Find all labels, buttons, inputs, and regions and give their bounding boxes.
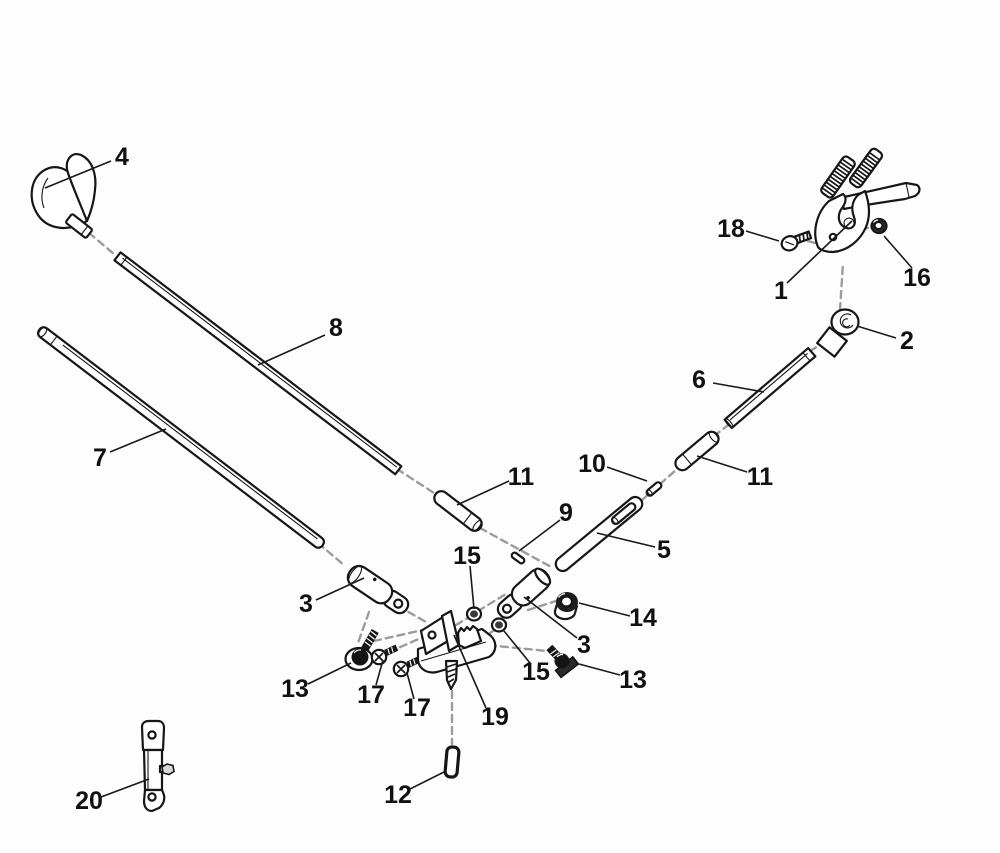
part-lever-head	[814, 147, 921, 254]
part-carriage-bolt-right	[546, 644, 580, 679]
part-rod-coupler-right	[496, 567, 552, 619]
callout-number-9: 9	[559, 499, 573, 527]
part-anchor-strap	[140, 719, 175, 813]
part-lever-screw	[780, 230, 813, 252]
part-lower-pole-tube	[36, 326, 326, 549]
callout-numbers: 4 8 7 18 1 16 2 6 11 10 5 9 11 15 3 14 3…	[75, 143, 931, 815]
callout-number-7: 7	[93, 444, 107, 472]
callout-number-17b: 17	[403, 694, 431, 722]
callout-number-13l: 13	[281, 675, 309, 703]
part-upper-link-rod	[723, 346, 817, 430]
callout-number-4: 4	[115, 143, 129, 171]
part-connector-ferrule-right	[674, 430, 720, 472]
callout-number-6: 6	[692, 366, 706, 394]
part-upper-pole-tube	[113, 251, 403, 476]
callout-number-14: 14	[629, 604, 657, 632]
part-coupling-pin-left	[510, 551, 526, 565]
callout-number-13r: 13	[619, 666, 647, 694]
part-pan-screw-left	[370, 644, 399, 666]
part-hex-nut-lower	[490, 617, 508, 633]
callout-number-2: 2	[900, 327, 914, 355]
callout-number-11l: 11	[508, 463, 535, 491]
part-rod-coupler-left	[346, 564, 410, 615]
callout-number-19: 19	[481, 703, 509, 731]
part-lower-pin	[443, 745, 461, 779]
callout-number-5: 5	[657, 536, 671, 564]
callout-number-20: 20	[75, 787, 103, 815]
part-hex-nut-upper	[465, 606, 483, 622]
part-lever-lock-nut	[870, 217, 888, 235]
callout-number-15l: 15	[522, 658, 550, 686]
part-coupling-pin-right	[645, 481, 663, 497]
part-connector-ferrule-left	[433, 490, 483, 532]
part-eyelet-bushing	[816, 308, 860, 358]
part-pan-screw-right	[392, 656, 421, 678]
part-pivot-bracket	[416, 609, 497, 691]
callout-number-17a: 17	[357, 681, 385, 709]
leader-lines	[44, 160, 913, 798]
callout-number-8: 8	[329, 314, 343, 342]
callout-number-15u: 15	[453, 542, 481, 570]
callout-number-12: 12	[384, 781, 412, 809]
callout-number-3l: 3	[299, 590, 313, 618]
callout-number-1: 1	[774, 277, 788, 305]
callout-number-10: 10	[578, 450, 606, 478]
callout-number-3r: 3	[577, 631, 591, 659]
callout-number-16: 16	[903, 264, 931, 292]
part-flange-nut	[553, 592, 579, 621]
callout-number-11r: 11	[747, 463, 774, 491]
callout-number-18: 18	[717, 215, 745, 243]
part-grip-handle	[30, 153, 97, 239]
